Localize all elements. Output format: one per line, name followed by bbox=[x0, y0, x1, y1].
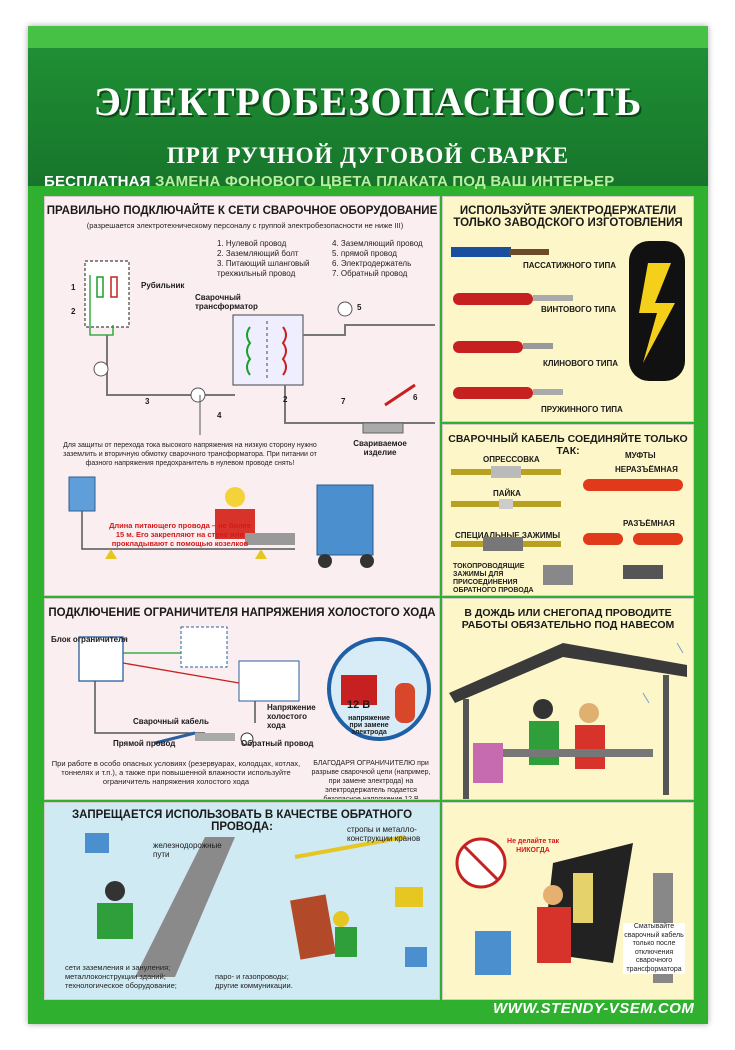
connection-title: ПРАВИЛЬНО ПОДКЛЮЧАЙТЕ К СЕТИ СВАРОЧНОЕ О… bbox=[46, 205, 438, 217]
forbidden-item: металлоконструкции зданий; bbox=[65, 972, 166, 981]
limiter-diagram bbox=[78, 626, 431, 746]
rain-title: В ДОЖДЬ ИЛИ СНЕГОПАД ПРОВОДИТЕ РАБОТЫ ОБ… bbox=[461, 607, 675, 631]
never-text: Сматывайте сварочный кабель только после… bbox=[623, 923, 685, 974]
panel-limiter: ПОДКЛЮЧЕНИЕ ОГРАНИЧИТЕЛЯ НАПРЯЖЕНИЯ ХОЛО… bbox=[44, 598, 440, 800]
cable-right-1: НЕРАЗЪЁМНАЯ bbox=[615, 465, 678, 474]
number-2b: 2 bbox=[283, 395, 288, 404]
number-7: 7 bbox=[341, 397, 346, 406]
number-5: 5 bbox=[357, 303, 362, 312]
poster-subtitle: ПРИ РУЧНОЙ ДУГОВОЙ СВАРКЕ bbox=[166, 143, 570, 168]
never-warning: Не делайте так НИКОГДА bbox=[507, 838, 559, 854]
limiter-text-left: При работе в особо опасных условиях (рез… bbox=[51, 759, 301, 786]
forbidden-item: другие коммуникации. bbox=[215, 981, 293, 990]
label-welding-cable: Сварочный кабель bbox=[133, 717, 209, 726]
number-6: 6 bbox=[413, 393, 418, 402]
panel-never: Не делайте так НИКОГДА Сматывайте свароч… bbox=[442, 802, 694, 1000]
panel-forbidden: ЗАПРЕЩАЕТСЯ ИСПОЛЬЗОВАТЬ В КАЧЕСТВЕ ОБРА… bbox=[44, 802, 440, 1000]
length-text: Длина питающего провода – не более 15 м.… bbox=[109, 521, 251, 548]
connection-note: (разрешается электротехническому персона… bbox=[86, 221, 404, 230]
forbidden-drawing bbox=[85, 833, 427, 977]
panel-cable: СВАРОЧНЫЙ КАБЕЛЬ СОЕДИНЯЙТЕ ТОЛЬКО ТАК: … bbox=[442, 424, 694, 596]
poster-title: ЭЛЕКТРОБЕЗОПАСНОСТЬ bbox=[93, 79, 643, 124]
label-rails: железнодорожные пути bbox=[153, 841, 222, 859]
holder-type-4: ПРУЖИННОГО ТИПА bbox=[541, 405, 623, 414]
holders-title: ИСПОЛЬЗУЙТЕ ЭЛЕКТРОДЕРЖАТЕЛИ ТОЛЬКО ЗАВО… bbox=[453, 205, 683, 229]
label-direct: Прямой провод bbox=[113, 739, 176, 748]
holder-type-2: ВИНТОВОГО ТИПА bbox=[541, 305, 617, 314]
panel-rain: В ДОЖДЬ ИЛИ СНЕГОПАД ПРОВОДИТЕ РАБОТЫ ОБ… bbox=[442, 598, 694, 800]
label-rubilnik: Рубильник bbox=[141, 281, 185, 290]
legend-item: 7. Обратный провод bbox=[332, 269, 408, 278]
header-banner: ЭЛЕКТРОБЕЗОПАСНОСТЬ ПРИ РУЧНОЙ ДУГОВОЙ С… bbox=[28, 48, 708, 186]
rain-drawing bbox=[449, 642, 687, 799]
connection-diagram bbox=[84, 260, 435, 435]
panel-connection: ПРАВИЛЬНО ПОДКЛЮЧАЙТЕ К СЕТИ СВАРОЧНОЕ О… bbox=[44, 196, 440, 596]
legend-item: 2. Заземляющий болт bbox=[217, 249, 299, 258]
forbidden-item: технологическое оборудование; bbox=[65, 981, 177, 990]
limiter-text-right: БЛАГОДАРЯ ОГРАНИЧИТЕЛЮ при разрыве сваро… bbox=[311, 760, 431, 800]
cable-left-1: ОПРЕССОВКА bbox=[483, 455, 540, 464]
label-voltage: Напряжение холостого хода bbox=[267, 703, 316, 730]
legend-item: 5. прямой провод bbox=[332, 249, 397, 258]
number-1: 1 bbox=[71, 283, 76, 292]
label-block: Блок ограничителя bbox=[51, 635, 128, 644]
holders-drawing bbox=[451, 241, 685, 399]
forbidden-item: сети заземления и зануления; bbox=[65, 963, 171, 972]
label-return: Обратный провод bbox=[241, 739, 314, 748]
forbidden-list-left: сети заземления и зануления; металлоконс… bbox=[65, 963, 245, 990]
protect-text: Для защиты от перехода тока высокого нап… bbox=[63, 442, 317, 467]
label-12v: 12 В bbox=[347, 699, 371, 711]
cable-right-title: МУФТЫ bbox=[625, 451, 656, 460]
holder-type-3: КЛИНОВОГО ТИПА bbox=[543, 359, 619, 368]
number-3: 3 bbox=[145, 397, 150, 406]
top-stripe bbox=[28, 26, 708, 48]
number-2: 2 bbox=[71, 307, 76, 316]
number-4: 4 bbox=[217, 411, 222, 420]
panel-holders: ИСПОЛЬЗУЙТЕ ЭЛЕКТРОДЕРЖАТЕЛИ ТОЛЬКО ЗАВО… bbox=[442, 196, 694, 422]
notice-line: БЕСПЛАТНАЯ ЗАМЕНА ФОНОВОГО ЦВЕТА ПЛАКАТА… bbox=[44, 173, 704, 190]
footer-site: WWW.STENDY-VSEM.COM bbox=[493, 1000, 695, 1017]
label-cranes: стропы и металло-конструкции кранов bbox=[347, 825, 421, 843]
cable-left-3: СПЕЦИАЛЬНЫЕ ЗАЖИМЫ bbox=[455, 531, 561, 540]
label-transformer: Сварочный трансформатор bbox=[195, 293, 258, 311]
holder-type-1: ПАССАТИЖНОГО ТИПА bbox=[523, 261, 616, 270]
legend-item: 1. Нулевой провод bbox=[217, 239, 287, 248]
label-12v-text: напряжение при замене электрода bbox=[348, 715, 390, 736]
notice-text: ЗАМЕНА ФОНОВОГО ЦВЕТА ПЛАКАТА ПОД ВАШ ИН… bbox=[155, 173, 615, 190]
forbidden-item: паро- и газопроводы; bbox=[215, 972, 289, 981]
forbidden-title: ЗАПРЕЩАЕТСЯ ИСПОЛЬЗОВАТЬ В КАЧЕСТВЕ ОБРА… bbox=[71, 809, 413, 833]
legend-item: 6. Электродержатель bbox=[332, 259, 412, 268]
cable-clamps: ТОКОПРОВОДЯЩИЕ ЗАЖИМЫ ДЛЯ ПРИСОЕДИНЕНИЯ … bbox=[453, 563, 534, 594]
cable-right-2: РАЗЪЁМНАЯ bbox=[623, 519, 675, 528]
legend-item: 4. Заземляющий провод bbox=[332, 239, 423, 248]
cable-left-2: ПАЙКА bbox=[493, 489, 521, 498]
cable-title: СВАРОЧНЫЙ КАБЕЛЬ СОЕДИНЯЙТЕ ТОЛЬКО ТАК: bbox=[448, 433, 688, 457]
welding-scene bbox=[68, 476, 374, 568]
legend-item: 3. Питающий шланговый трехжильный провод bbox=[217, 259, 310, 278]
cable-drawing bbox=[451, 466, 683, 585]
poster: ЭЛЕКТРОБЕЗОПАСНОСТЬ ПРИ РУЧНОЙ ДУГОВОЙ С… bbox=[28, 26, 708, 1024]
label-workpiece: Свариваемое изделие bbox=[353, 439, 407, 457]
limiter-title: ПОДКЛЮЧЕНИЕ ОГРАНИЧИТЕЛЯ НАПРЯЖЕНИЯ ХОЛО… bbox=[48, 607, 436, 619]
forbidden-list-right: паро- и газопроводы; другие коммуникации… bbox=[215, 972, 335, 990]
notice-highlight: БЕСПЛАТНАЯ bbox=[44, 173, 151, 190]
